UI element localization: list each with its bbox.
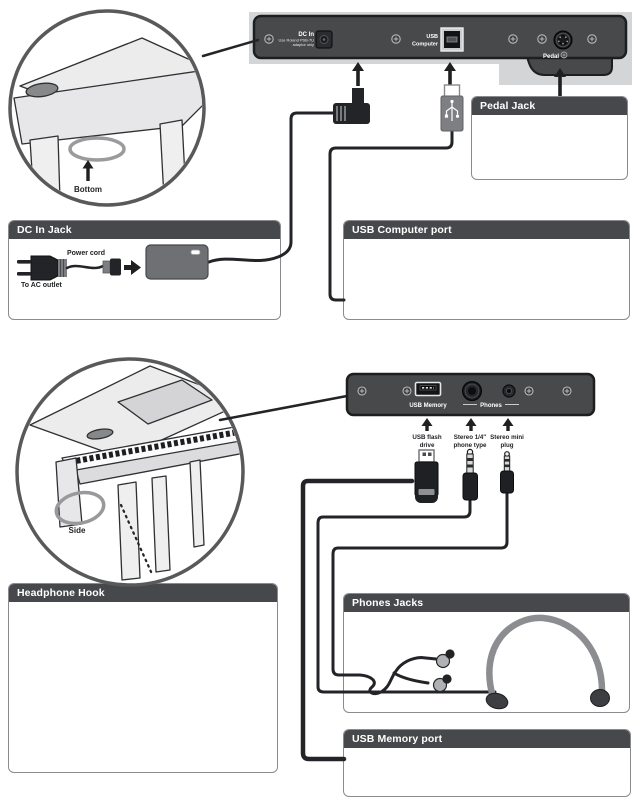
usb-trident-icon <box>444 99 460 121</box>
mini-plug-label-line1: Stereo mini <box>490 434 524 441</box>
usb-memory-port-box-title: USB Memory port <box>352 733 443 745</box>
usb-label-line2: Computer <box>412 42 439 48</box>
bottom-callout-label: Bottom <box>74 185 102 194</box>
pedal-label: Pedal <box>543 54 559 60</box>
usb-label-line1: USB <box>426 34 438 40</box>
panel-screw <box>524 386 534 396</box>
usb-computer-port-box-header: USB Computer port <box>344 221 629 239</box>
headphone-hook-box-title: Headphone Hook <box>17 587 105 599</box>
headphone-hook-box-header: Headphone Hook <box>9 584 277 602</box>
phones-mini-jack <box>502 384 516 398</box>
usb-computer-port <box>440 27 464 52</box>
phones-quarter-jack <box>462 381 482 401</box>
up-arrow-bottom <box>82 160 94 181</box>
usb-flash-label-line2: drive <box>420 442 435 449</box>
panel-screw <box>508 34 518 44</box>
usb-flash-label-line1: USB flash <box>412 434 441 441</box>
pedal-jack-box-header: Pedal Jack <box>472 97 627 115</box>
dc-in-jack-box-title: DC In Jack <box>17 224 72 236</box>
up-arrow-dc-in <box>352 62 364 86</box>
usb-memory-label: USB Memory <box>409 403 447 409</box>
dc-in-jack-port <box>315 30 333 49</box>
panel-screw <box>264 34 274 44</box>
pedal-jack-box-title: Pedal Jack <box>480 100 536 112</box>
music-rest <box>117 379 213 425</box>
dc-in-jack-box-header: DC In Jack <box>9 221 280 239</box>
up-arrow-usb-computer <box>444 62 456 86</box>
panel-screw <box>357 386 367 396</box>
keyboard <box>61 425 241 475</box>
panel-screw <box>391 34 401 44</box>
piano-side-view: Side <box>15 357 245 587</box>
panel-screw <box>537 34 547 44</box>
up-arrow-usb-memory <box>421 418 433 431</box>
panel-screw <box>587 34 597 44</box>
panel-screw <box>402 386 412 396</box>
panel-screw <box>562 386 572 396</box>
callout-line-bottom-view <box>201 38 260 58</box>
dotted-line-headphone-hook <box>119 503 154 576</box>
usb-memory-port-box-header: USB Memory port <box>344 730 630 748</box>
quarter-plug-label-line2: phone type <box>453 442 487 449</box>
up-arrow-quarter-jack <box>465 418 477 431</box>
dc-in-note-line1: Use Roland PSB-7U <box>279 38 315 43</box>
side-callout-label: Side <box>69 526 86 535</box>
pedal-connector <box>553 30 573 50</box>
up-arrow-mini-jack <box>502 418 514 431</box>
usb-memory-port-box: USB Memory port <box>343 729 631 797</box>
phones-label: Phones <box>480 403 502 409</box>
dc-in-label: DC In <box>298 32 314 38</box>
side-panel: USB Memory Phones <box>345 372 596 417</box>
rear-panel: DC In Use Roland PSB-7U adaptor only USB… <box>249 12 632 85</box>
dc-in-jack-box: DC In Jack <box>8 220 281 320</box>
mini-plug-label-line2: plug <box>500 442 513 449</box>
up-arrow-pedal <box>554 68 566 96</box>
quarter-plug-label-line1: Stereo 1/4" <box>454 434 487 441</box>
usb-computer-port-box: USB Computer port <box>343 220 630 320</box>
phones-jacks-box-header: Phones Jacks <box>344 594 629 612</box>
bottom-highlight-ellipse <box>68 136 126 162</box>
usb-memory-port <box>414 381 442 397</box>
dc-in-note-line2: adaptor only <box>293 42 314 47</box>
piano-bottom-view: Bottom <box>8 9 206 207</box>
headphone-hook-box: Headphone Hook <box>8 583 278 773</box>
usb-computer-port-box-title: USB Computer port <box>352 224 452 236</box>
side-highlight-ellipse <box>54 490 106 526</box>
callout-line-side-view <box>218 394 349 422</box>
usb-flash-drive <box>414 449 439 503</box>
pedal-jack-box: Pedal Jack <box>471 96 628 180</box>
phones-jacks-box-title: Phones Jacks <box>352 597 424 609</box>
panel-screw <box>560 51 568 59</box>
phones-jacks-box: Phones Jacks <box>343 593 630 713</box>
